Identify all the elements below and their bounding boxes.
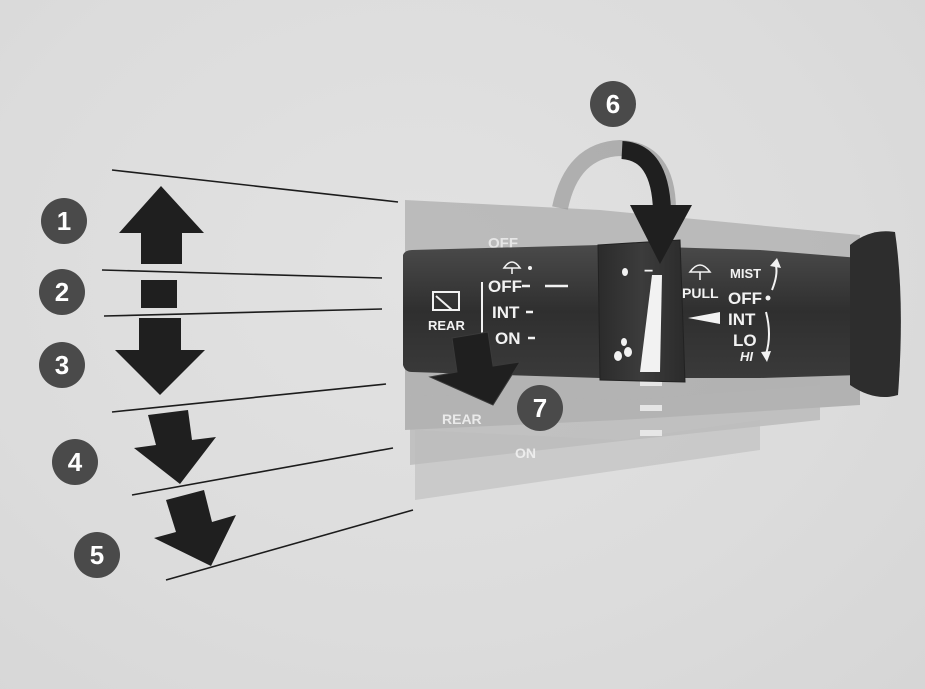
pull-label: PULL	[682, 285, 719, 301]
leader-line-5	[131, 447, 394, 496]
arrow-down-lo	[134, 410, 216, 484]
callout-5-number: 5	[90, 540, 104, 570]
ghost-label-rear: REAR	[442, 411, 482, 427]
motion-arrows	[115, 186, 236, 566]
speed-label-mist: MIST	[730, 266, 761, 281]
speed-label-int: INT	[728, 310, 756, 329]
ring-droplet-icons	[614, 268, 632, 361]
arrow-off-block	[141, 280, 177, 308]
callout-3-number: 3	[55, 350, 69, 380]
speed-direction-arrows	[761, 258, 781, 362]
washer-icon	[502, 261, 522, 274]
callout-7: 7	[517, 385, 563, 431]
rear-wiper-label: REAR	[428, 318, 465, 333]
callout-5: 5	[74, 532, 120, 578]
front-label-int: INT	[492, 303, 520, 322]
leader-lines	[101, 169, 414, 581]
callout-2: 2	[39, 269, 85, 315]
speed-wedge-indicator	[688, 312, 720, 324]
front-label-on: ON	[495, 329, 521, 348]
speed-label-hi: HI	[740, 349, 753, 364]
callout-7-number: 7	[533, 393, 547, 423]
ghost-label-on: ON	[515, 445, 536, 461]
leader-line-4	[111, 383, 387, 413]
ring-taper-indicator	[640, 275, 662, 372]
callout-1: 1	[41, 198, 87, 244]
callout-3: 3	[39, 342, 85, 388]
rear-wiper-icon	[432, 291, 460, 311]
callout-4: 4	[52, 439, 98, 485]
rotation-arrow	[552, 139, 692, 264]
lever-base-collar	[850, 231, 901, 398]
speed-label-lo: LO	[733, 331, 757, 350]
arrow-down-int	[115, 318, 205, 395]
pull-washer-icon	[688, 264, 712, 280]
callout-2-number: 2	[55, 277, 69, 307]
callout-4-number: 4	[68, 447, 83, 477]
leader-line-1	[111, 169, 399, 203]
front-position-ticks	[522, 284, 568, 340]
leader-line-6	[165, 509, 414, 581]
front-label-off: OFF	[488, 277, 522, 296]
speed-label-off: OFF	[728, 289, 762, 308]
ring-minus-label: −	[644, 263, 653, 280]
arrow-down-hi	[154, 490, 236, 566]
callout-6-number: 6	[606, 89, 620, 119]
callout-6: 6	[590, 81, 636, 127]
pull-arrow	[428, 331, 522, 406]
callout-1-number: 1	[57, 206, 71, 236]
arrow-up-mist	[119, 186, 204, 264]
ring-plus-label: +	[646, 355, 653, 369]
washer-dot	[528, 266, 532, 270]
ghost-lever-lower-3	[415, 420, 760, 500]
leader-line-3	[103, 308, 383, 317]
main-lever: − +	[403, 231, 901, 398]
leader-line-2	[101, 269, 383, 279]
